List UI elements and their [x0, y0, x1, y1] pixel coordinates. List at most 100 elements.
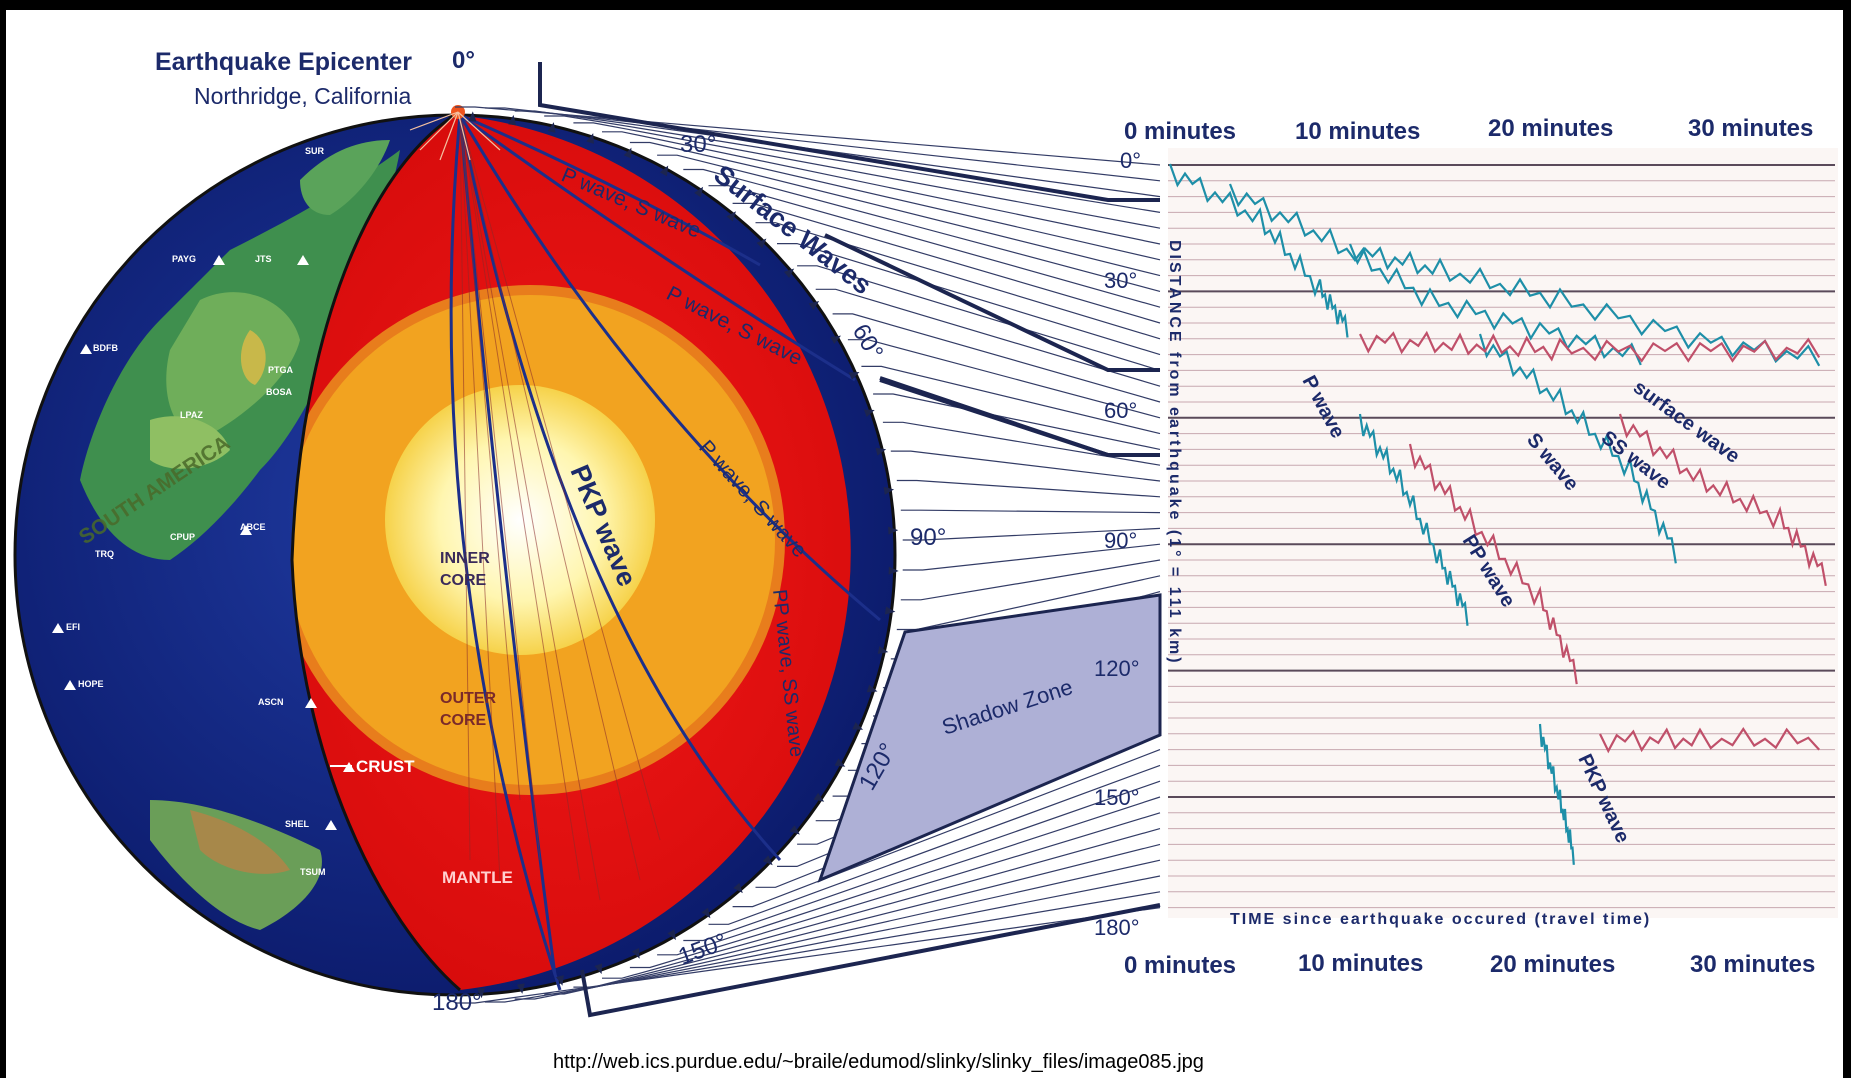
connector-line: [683, 780, 1161, 942]
station-label: SHEL: [285, 819, 310, 829]
station-markers: [52, 255, 355, 830]
connector-line: [902, 543, 1161, 571]
distance-label: 120°: [1094, 656, 1140, 681]
arrow-icon: [556, 975, 564, 986]
time-label-bottom: 0 minutes: [1124, 952, 1236, 979]
distance-label: 0°: [1120, 148, 1141, 173]
arrow-icon: [783, 268, 795, 279]
arrow-icon: [789, 825, 800, 835]
connector-line: [732, 202, 1161, 324]
arrow-icon: [863, 409, 875, 418]
globe-angle-60: 60°: [847, 320, 889, 365]
arrow-icon: [701, 907, 711, 919]
globe-angle-90: 90°: [910, 524, 946, 551]
connector-line: [629, 141, 1161, 261]
distance-label: 90°: [1104, 528, 1137, 553]
arrow-icon: [875, 447, 887, 456]
connector-line: [815, 288, 1161, 387]
pkp-wave-trace-2: [1599, 727, 1821, 754]
arrow-icon: [834, 758, 846, 767]
arrow-icon: [468, 111, 477, 122]
arrow-icon: [586, 133, 594, 144]
arrow-icon: [733, 882, 743, 894]
connector-line: [602, 828, 1161, 979]
arrow-icon: [726, 211, 736, 222]
connector-line: [573, 122, 1161, 229]
station-label: PAYG: [172, 254, 196, 264]
station-label: TSUM: [300, 867, 326, 877]
connector-line: [900, 509, 1161, 514]
arrow-icon: [516, 983, 525, 994]
station-label: EFI: [66, 622, 80, 632]
time-label-bottom: 20 minutes: [1490, 951, 1615, 978]
station-label: SUR: [305, 146, 325, 156]
arrow-icon: [866, 684, 878, 693]
connector-line: [514, 110, 1161, 198]
connector-line: [832, 313, 1161, 403]
arrow-icon: [888, 566, 899, 575]
station-label: PTGA: [268, 365, 294, 375]
ray-30: [459, 113, 761, 267]
time-label-top: 10 minutes: [1295, 118, 1420, 145]
globe-angle-180: 180°: [432, 989, 482, 1016]
station-label: LPAZ: [180, 410, 203, 420]
connector-line: [900, 559, 1161, 601]
connector-line: [629, 812, 1161, 969]
time-label-top: 20 minutes: [1488, 115, 1613, 142]
connector-line: [708, 764, 1161, 925]
connector-line: [708, 185, 1161, 308]
station-label: CPUP: [170, 532, 195, 542]
station-label: TRQ: [95, 549, 114, 559]
outer-core-label-2: CORE: [440, 712, 487, 729]
arrow-icon: [631, 948, 640, 959]
station-label: BOSA: [266, 387, 293, 397]
connector-line: [732, 749, 1161, 908]
distance-label: 30°: [1104, 268, 1137, 293]
time-labels-bottom: 0 minutes 10 minutes 20 minutes 30 minut…: [1124, 950, 1815, 979]
surface-wave-trace: [1228, 183, 1642, 366]
distance-label: 180°: [1094, 915, 1140, 940]
station-label: HOPE: [78, 679, 104, 689]
arrow-icon: [762, 855, 773, 866]
core-labels: INNER CORE OUTER CORE: [440, 550, 496, 729]
outer-core-label-1: OUTER: [440, 690, 496, 707]
seismic-traces: [1168, 164, 1835, 909]
globe-angle-150: 150°: [675, 928, 731, 970]
ray-pkp: [458, 114, 782, 862]
connector-line: [602, 131, 1161, 245]
arrow-icon: [848, 372, 860, 380]
p-wave-trace: [1168, 163, 1349, 338]
arrow-icon: [756, 238, 767, 249]
connector-line: [657, 796, 1161, 956]
epicenter-title: Earthquake Epicenter: [155, 48, 412, 76]
connector-line: [657, 154, 1161, 277]
distance-label: 150°: [1094, 785, 1140, 810]
pkp-wave-trace: [1538, 723, 1575, 865]
ray-60: [459, 113, 856, 382]
connector-line: [755, 222, 1161, 340]
time-label-bottom: 30 minutes: [1690, 951, 1815, 978]
station-label: JTS: [255, 254, 272, 264]
arrow-icon: [694, 186, 704, 198]
epicenter-title-block: Earthquake Epicenter Northridge, Califor…: [155, 48, 412, 109]
connector-line: [896, 479, 1161, 498]
arrow-icon: [623, 147, 632, 159]
time-labels-top: 0 minutes 10 minutes 20 minutes 30 minut…: [1124, 115, 1813, 145]
connector-line: [455, 907, 1161, 1004]
crust-label: CRUST: [356, 757, 415, 776]
y-axis-title: DISTANCE from earthquake (1° = 111 km): [1166, 240, 1183, 666]
fine-rays: [459, 114, 661, 901]
wave-arrivals: [1168, 163, 1827, 865]
ss-wave-trace: [1618, 413, 1827, 586]
time-label-bottom: 10 minutes: [1298, 950, 1423, 977]
connector-line: [873, 393, 1161, 450]
connector-line: [455, 106, 1161, 166]
connector-line: [882, 421, 1161, 466]
ray-90: [458, 114, 881, 622]
connector-line: [484, 107, 1161, 182]
mantle-label: MANTLE: [442, 868, 513, 887]
cut-edge: [290, 113, 461, 992]
connector-line: [847, 339, 1161, 419]
inner-core: [385, 385, 655, 655]
